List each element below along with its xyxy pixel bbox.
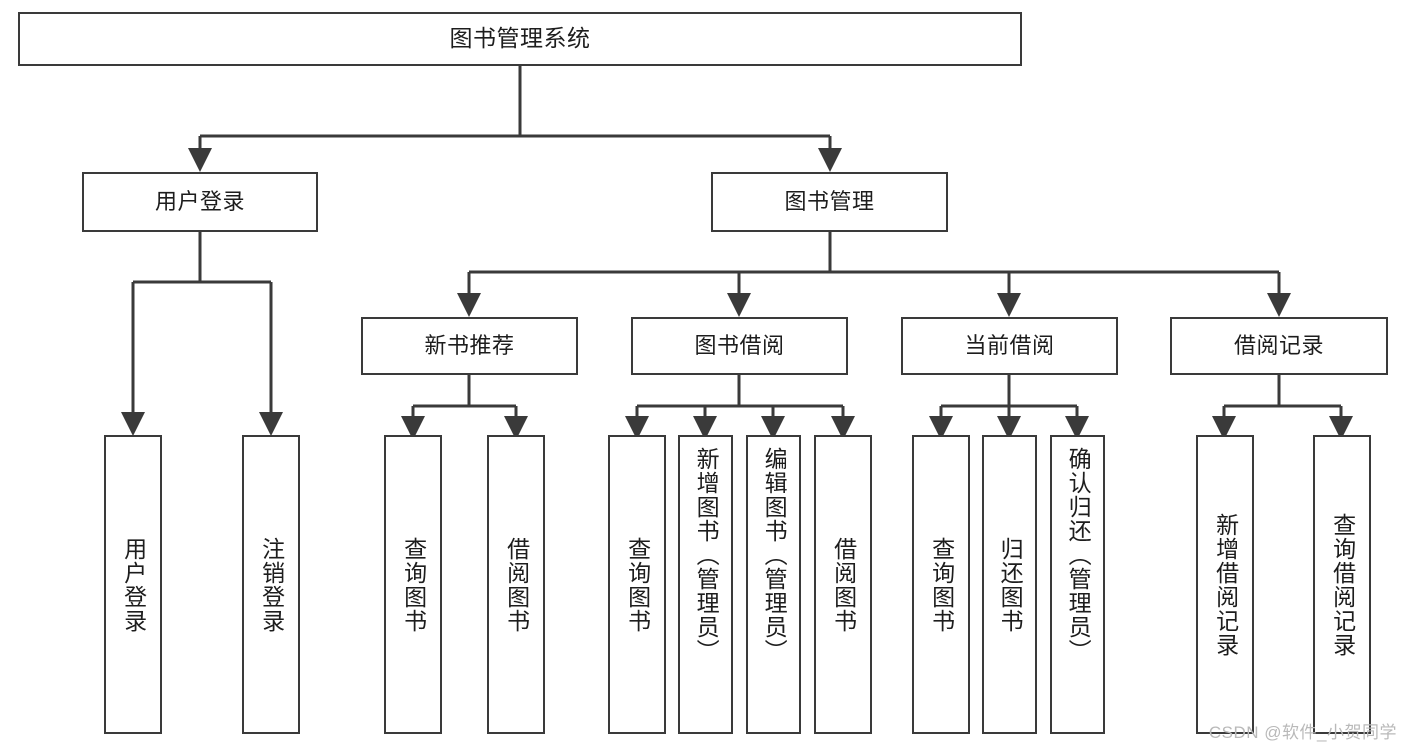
- leaf-label: 注销登录: [258, 536, 285, 633]
- node-borrow-record[interactable]: 借阅记录: [1170, 317, 1388, 375]
- leaf-edit-book-admin[interactable]: 编辑图书（管理员）: [746, 435, 801, 734]
- node-label: 用户登录: [154, 188, 245, 214]
- leaf-label: 用户登录: [120, 536, 147, 633]
- leaf-query-book-borrow[interactable]: 查询图书: [608, 435, 666, 734]
- leaf-label: 借阅图书: [503, 536, 530, 633]
- leaf-return-book[interactable]: 归还图书: [982, 435, 1037, 734]
- leaf-label: 归还图书: [997, 536, 1024, 633]
- node-label: 借阅记录: [1233, 332, 1324, 358]
- leaf-user-login[interactable]: 用户登录: [104, 435, 162, 734]
- node-new-book-recommend[interactable]: 新书推荐: [361, 317, 578, 375]
- leaf-label: 新增图书（管理员）: [693, 447, 720, 663]
- node-label: 图书管理系统: [449, 25, 591, 52]
- watermark-text: CSDN @软件_小贺同学: [1208, 723, 1397, 742]
- leaf-query-book-recommend[interactable]: 查询图书: [384, 435, 442, 734]
- leaf-label: 新增借阅记录: [1212, 512, 1239, 657]
- leaf-confirm-return-admin[interactable]: 确认归还（管理员）: [1050, 435, 1105, 734]
- node-label: 图书借阅: [694, 332, 785, 358]
- node-label: 当前借阅: [964, 332, 1055, 358]
- node-book-borrow[interactable]: 图书借阅: [631, 317, 848, 375]
- node-user-login[interactable]: 用户登录: [82, 172, 318, 232]
- leaf-label: 借阅图书: [830, 536, 857, 633]
- node-label: 图书管理: [784, 188, 875, 214]
- leaf-query-book-current[interactable]: 查询图书: [912, 435, 970, 734]
- leaf-user-logout[interactable]: 注销登录: [242, 435, 300, 734]
- node-label: 新书推荐: [424, 332, 515, 358]
- node-current-borrow[interactable]: 当前借阅: [901, 317, 1118, 375]
- leaf-add-borrow-record[interactable]: 新增借阅记录: [1196, 435, 1254, 734]
- leaf-borrow-book[interactable]: 借阅图书: [814, 435, 872, 734]
- leaf-label: 编辑图书（管理员）: [761, 447, 788, 663]
- node-book-management[interactable]: 图书管理: [711, 172, 948, 232]
- leaf-query-borrow-record[interactable]: 查询借阅记录: [1313, 435, 1371, 734]
- node-root-system[interactable]: 图书管理系统: [18, 12, 1022, 66]
- leaf-label: 查询借阅记录: [1329, 512, 1356, 657]
- leaf-borrow-book-recommend[interactable]: 借阅图书: [487, 435, 545, 734]
- leaf-label: 确认归还（管理员）: [1065, 447, 1092, 663]
- leaf-label: 查询图书: [624, 536, 651, 633]
- leaf-label: 查询图书: [928, 536, 955, 633]
- leaf-add-book-admin[interactable]: 新增图书（管理员）: [678, 435, 733, 734]
- leaf-label: 查询图书: [400, 536, 427, 633]
